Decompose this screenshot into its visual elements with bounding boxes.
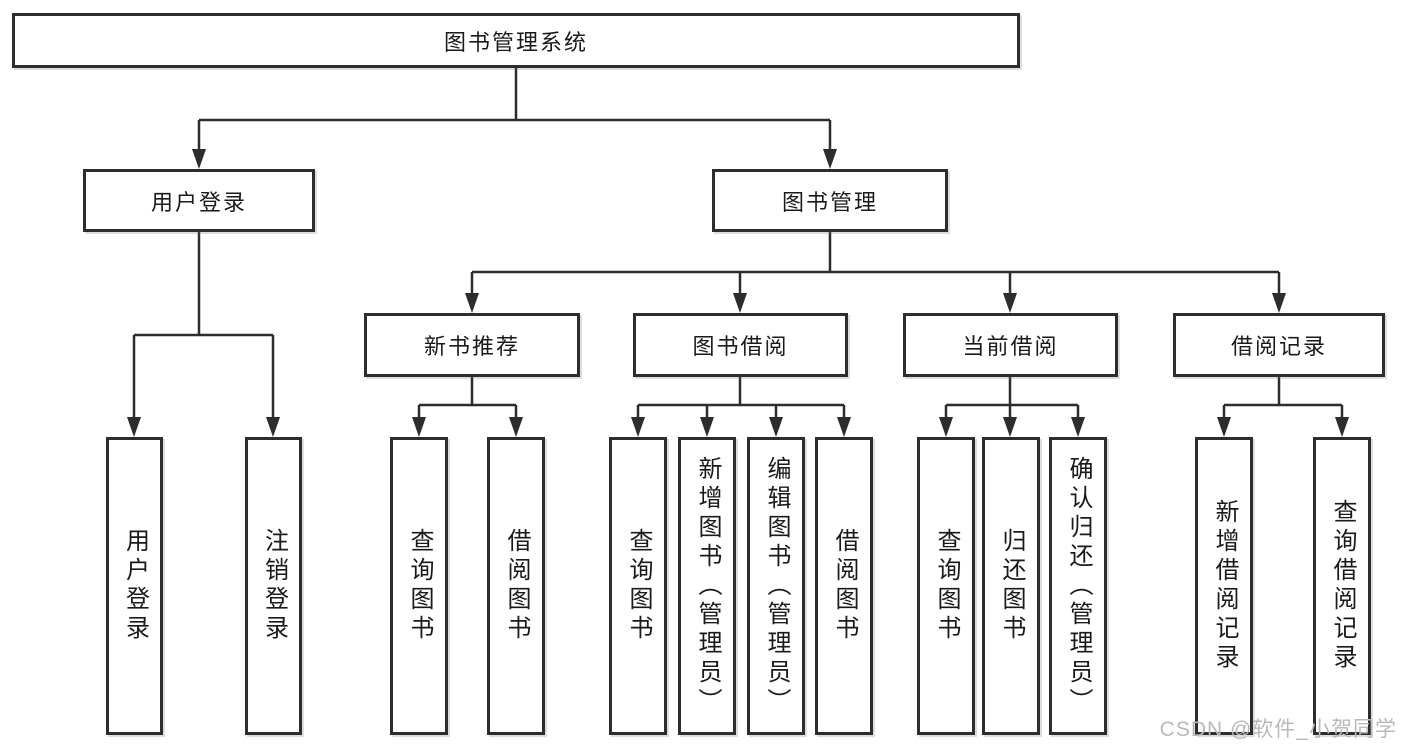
leaf-label: 查询图书 [625, 528, 652, 644]
leaf-query-books-current: 查询图书 [917, 437, 975, 735]
node-new-book-recommend: 新书推荐 [364, 313, 580, 377]
leaf-label: 查询图书 [933, 528, 960, 644]
leaf-label: 归还图书 [998, 528, 1025, 644]
leaf-label: 注销登录 [260, 528, 288, 644]
arrowhead-icons [127, 149, 1349, 437]
node-book-borrowing: 图书借阅 [633, 313, 848, 377]
leaf-label: 新增借阅记录 [1211, 499, 1238, 673]
leaf-label: 确认归还（管理员） [1065, 455, 1092, 717]
node-user-login: 用户登录 [83, 169, 315, 232]
leaf-borrow-books: 借阅图书 [815, 437, 873, 735]
node-current-borrowing: 当前借阅 [903, 313, 1118, 377]
leaf-add-borrow-record: 新增借阅记录 [1195, 437, 1253, 735]
leaf-edit-books-admin: 编辑图书（管理员） [747, 437, 805, 735]
node-book-management: 图书管理 [712, 169, 948, 232]
leaf-label: 查询借阅记录 [1329, 499, 1356, 673]
leaf-return-books: 归还图书 [982, 437, 1040, 735]
leaf-query-borrow-record: 查询借阅记录 [1313, 437, 1371, 735]
node-borrowing-records: 借阅记录 [1173, 313, 1385, 377]
leaf-label: 用户登录 [121, 528, 149, 644]
leaf-query-books-borrowing: 查询图书 [609, 437, 667, 735]
leaf-query-books-recommend: 查询图书 [390, 437, 448, 735]
leaf-logout: 注销登录 [245, 437, 302, 735]
leaf-label: 借阅图书 [503, 528, 530, 644]
leaf-label: 查询图书 [406, 528, 433, 644]
node-root-library-system: 图书管理系统 [12, 13, 1020, 68]
leaf-user-login: 用户登录 [106, 437, 163, 735]
csdn-watermark: CSDN @软件_小贺同学 [1159, 718, 1397, 741]
tree-edges [132, 68, 1344, 418]
leaf-borrow-books-recommend: 借阅图书 [487, 437, 545, 735]
leaf-label: 新增图书（管理员） [694, 455, 721, 717]
leaf-confirm-return-admin: 确认归还（管理员） [1049, 437, 1107, 735]
leaf-label: 借阅图书 [831, 528, 858, 644]
leaf-label: 编辑图书（管理员） [763, 455, 790, 717]
leaf-add-books-admin: 新增图书（管理员） [678, 437, 736, 735]
